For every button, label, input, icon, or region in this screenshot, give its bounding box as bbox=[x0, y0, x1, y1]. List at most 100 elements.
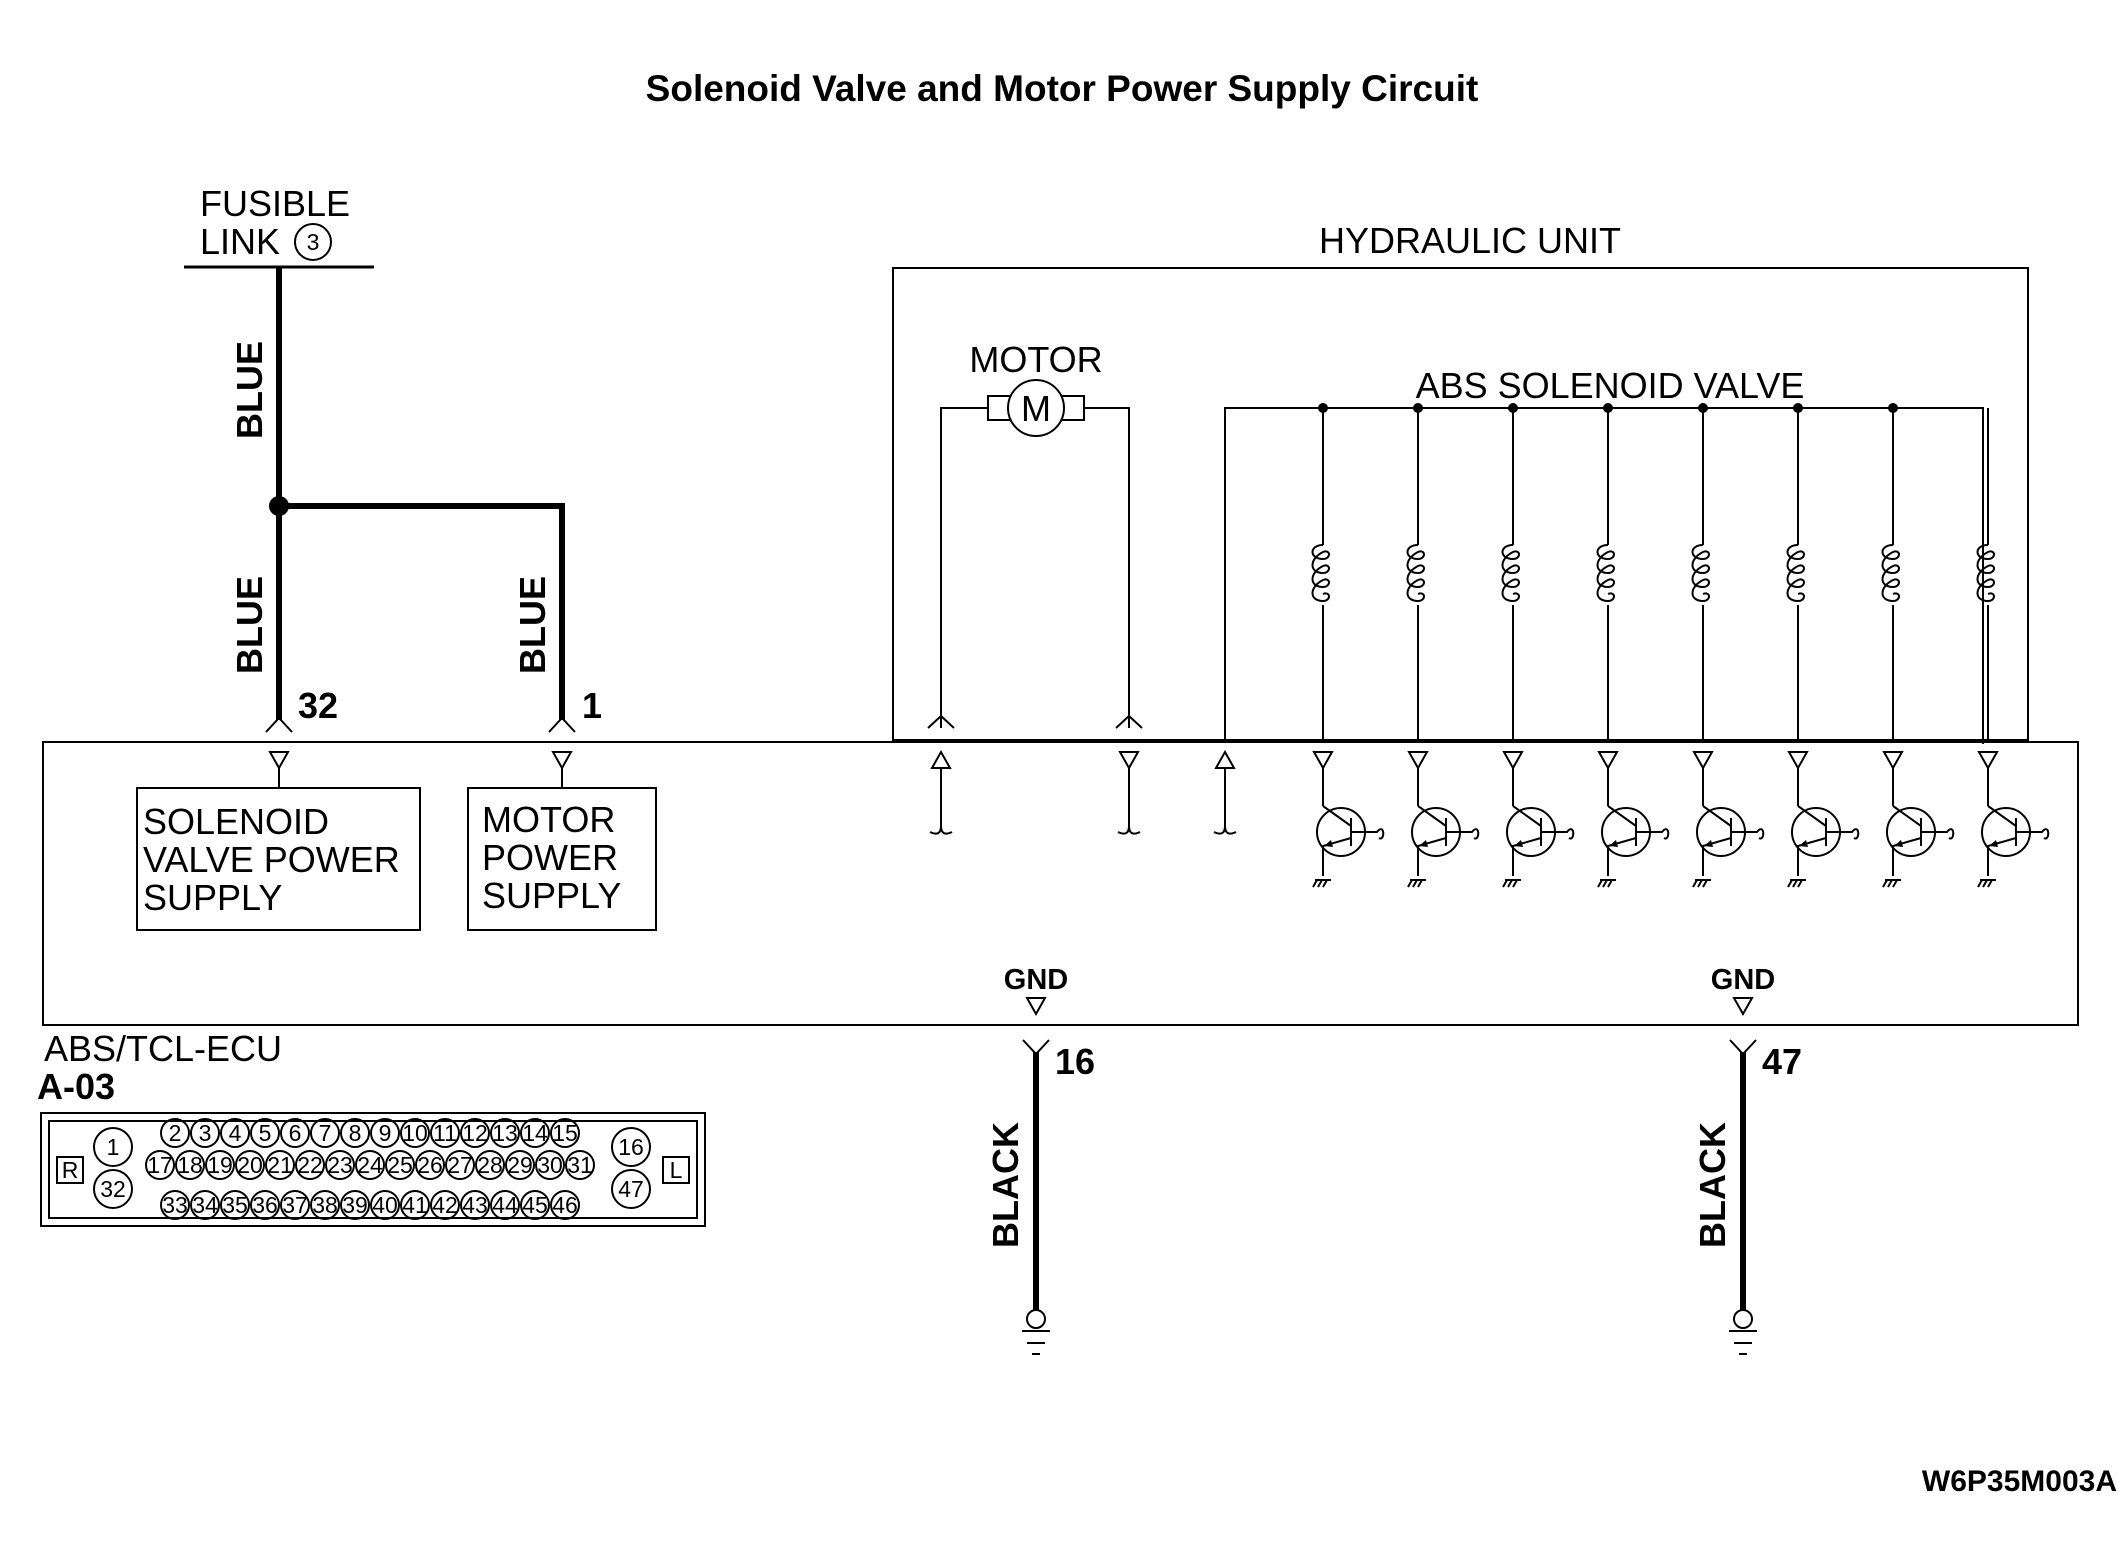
connector-pin-28: 28 bbox=[477, 1152, 503, 1178]
transistor-base-lead-7 bbox=[1921, 828, 1955, 840]
connector-pin-7: 7 bbox=[319, 1120, 332, 1146]
motor-power-supply-block bbox=[467, 787, 657, 931]
ecu-connector-id: A-03 bbox=[37, 1066, 115, 1107]
connector-tag-box-right bbox=[662, 1156, 690, 1184]
connector-pin-19: 19 bbox=[207, 1152, 233, 1178]
transistor-base-lead-4 bbox=[1636, 828, 1670, 840]
transistor-base-lead-5 bbox=[1731, 828, 1765, 840]
gnd-chevron-47 bbox=[1729, 1039, 1757, 1056]
hydraulic-unit: HYDRAULIC UNIT MOTOR M ABS SOLENOID VALV… bbox=[892, 220, 2029, 744]
pin-number-1: 1 bbox=[582, 685, 602, 726]
connector-pin-41: 41 bbox=[402, 1192, 428, 1218]
connector-pin-46: 46 bbox=[552, 1192, 578, 1218]
gnd-pin-47: 47 bbox=[1762, 1041, 1802, 1082]
gnd-label-16: GND bbox=[1004, 964, 1068, 996]
connector-pin-26-circle bbox=[415, 1150, 445, 1180]
connector-pin-22-circle bbox=[295, 1150, 325, 1180]
transistor-base-lead-3 bbox=[1541, 828, 1575, 840]
chassis-ground-hatch-6-1 bbox=[1787, 879, 1793, 888]
connector-pin-6-circle bbox=[280, 1118, 310, 1148]
connector-pin-7-circle bbox=[310, 1118, 340, 1148]
connector-pin-3: 3 bbox=[199, 1120, 212, 1146]
ground-symbol-16 bbox=[1022, 1309, 1050, 1355]
solenoid-driver-transistors bbox=[1312, 751, 2050, 888]
driver-input-triangle-3 bbox=[1502, 751, 1524, 771]
connector-pin-37-circle bbox=[280, 1190, 310, 1220]
transistor-arrow-1 bbox=[1324, 840, 1333, 847]
chassis-ground-hatch-3-2 bbox=[1507, 879, 1513, 888]
connector-face-inner bbox=[48, 1120, 698, 1219]
connector-pin-31: 31 bbox=[567, 1152, 593, 1178]
solenoid-coil-1 bbox=[1311, 544, 1330, 603]
connector-pin-15-circle bbox=[550, 1118, 580, 1148]
connector-pin-44: 44 bbox=[492, 1192, 518, 1218]
wire-color-blue-motor: BLUE bbox=[512, 576, 553, 674]
motor-wire-right bbox=[1084, 407, 1130, 728]
chassis-ground-hatch-4-2 bbox=[1602, 879, 1608, 888]
connector-pin-34: 34 bbox=[192, 1192, 218, 1218]
connector-pin-17-circle bbox=[145, 1150, 175, 1180]
transistor-emitter-7 bbox=[1892, 837, 1922, 876]
connector-pin-9-circle bbox=[370, 1118, 400, 1148]
chassis-ground-hatch-1-3 bbox=[1322, 879, 1328, 888]
chassis-ground-hatch-5-1 bbox=[1692, 879, 1698, 888]
chassis-ground-hatch-7-1 bbox=[1882, 879, 1888, 888]
chassis-ground-hatch-4-3 bbox=[1607, 879, 1613, 888]
chassis-ground-hatch-8-3 bbox=[1987, 879, 1993, 888]
connector-tag-right: L bbox=[670, 1157, 683, 1183]
connector-pin-5: 5 bbox=[259, 1120, 272, 1146]
hydraulic-unit-label: HYDRAULIC UNIT bbox=[1319, 220, 1621, 261]
transistor-base-lead-2 bbox=[1446, 828, 1480, 840]
connector-pin-10: 10 bbox=[402, 1120, 428, 1146]
solenoid-bus-terminal-lead bbox=[1213, 768, 1237, 835]
connector-pin-33-circle bbox=[160, 1190, 190, 1220]
connector-pin-32: 32 bbox=[100, 1176, 126, 1202]
connector-pin-1-circle bbox=[93, 1127, 133, 1167]
transistor-arrow-5 bbox=[1704, 840, 1713, 847]
connector-pin-35: 35 bbox=[222, 1192, 248, 1218]
connector-pin-37: 37 bbox=[282, 1192, 308, 1218]
connector-pin-32-circle bbox=[93, 1169, 133, 1209]
motor-terminal-triangle-left bbox=[930, 749, 952, 769]
connector-pin-42-circle bbox=[430, 1190, 460, 1220]
motor-terminal-left bbox=[987, 395, 1011, 421]
connector-pin-28-circle bbox=[475, 1150, 505, 1180]
connector-face-outer bbox=[40, 1112, 706, 1227]
connector-pin-43-circle bbox=[460, 1190, 490, 1220]
wire-color-black-47: BLACK bbox=[1692, 1122, 1733, 1248]
supply-connector-chevrons bbox=[265, 716, 576, 733]
connector-pin-21: 21 bbox=[267, 1152, 293, 1178]
gnd-chevron-16 bbox=[1022, 1039, 1050, 1056]
transistor-base-lead-6 bbox=[1826, 828, 1860, 840]
connector-pin-30: 30 bbox=[537, 1152, 563, 1178]
gnd-triangle-47 bbox=[1732, 997, 1754, 1017]
transistor-emitter-1 bbox=[1322, 837, 1352, 876]
connector-pin-34-circle bbox=[190, 1190, 220, 1220]
connector-pin-14-circle bbox=[520, 1118, 550, 1148]
wire-color-black-16: BLACK bbox=[985, 1122, 1026, 1248]
connector-pin-39: 39 bbox=[342, 1192, 368, 1218]
ecu-name: ABS/TCL-ECU bbox=[44, 1028, 282, 1069]
ecu-input-triangle-32 bbox=[268, 751, 290, 771]
driver-input-triangle-8 bbox=[1977, 751, 1999, 771]
solenoid-common-bus bbox=[1224, 407, 1984, 744]
connector-pin-40-circle bbox=[370, 1190, 400, 1220]
chassis-ground-hatch-6-2 bbox=[1792, 879, 1798, 888]
transistor-collector-5 bbox=[1702, 805, 1732, 827]
connector-pin-17: 17 bbox=[147, 1152, 173, 1178]
connector-pin-30-circle bbox=[535, 1150, 565, 1180]
connector-pin-41-circle bbox=[400, 1190, 430, 1220]
solenoid-coil-6 bbox=[1786, 544, 1805, 603]
chassis-ground-hatch-6-3 bbox=[1797, 879, 1803, 888]
connector-pin-8: 8 bbox=[349, 1120, 362, 1146]
connector-pin-20-circle bbox=[235, 1150, 265, 1180]
chassis-ground-hatch-4-1 bbox=[1597, 879, 1603, 888]
connector-pin-31-circle bbox=[565, 1150, 595, 1180]
chassis-ground-hatch-8-1 bbox=[1977, 879, 1983, 888]
connector-pin-27: 27 bbox=[447, 1152, 473, 1178]
transistor-emitter-3 bbox=[1512, 837, 1542, 876]
ecu-input-triangle-1 bbox=[551, 751, 573, 771]
connector-pin-26: 26 bbox=[417, 1152, 443, 1178]
